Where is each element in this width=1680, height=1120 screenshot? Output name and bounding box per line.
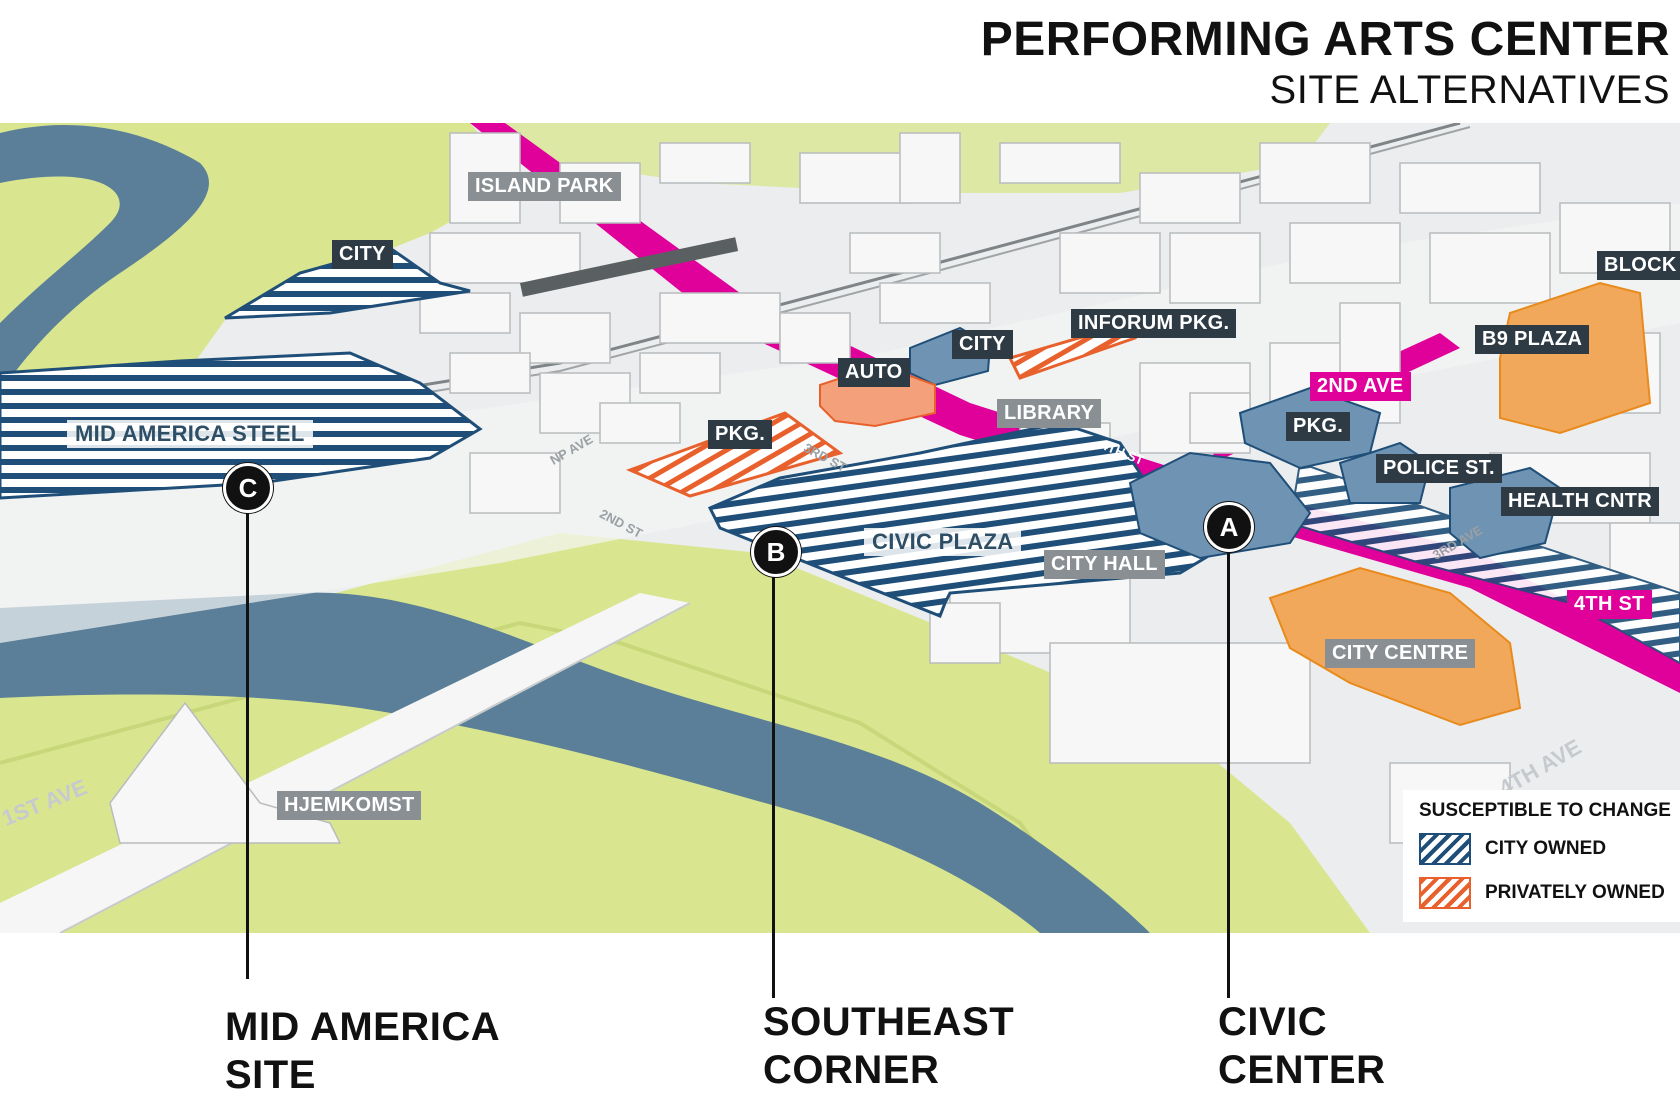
label-island-park: ISLAND PARK [468,172,621,201]
label-mid-america-steel: MID AMERICA STEEL [67,420,313,448]
legend-item-city-owned: CITY OWNED [1419,832,1606,866]
label-pkg-right: PKG. [1286,412,1351,441]
leader-line-a [1227,540,1230,998]
legend-title: SUSCEPTIBLE TO CHANGE [1419,800,1671,821]
label-civic-plaza: CIVIC PLAZA [864,528,1022,556]
site-caption-c: MID AMERICA SITE [225,1003,500,1099]
label-city-hall: CITY HALL [1044,550,1165,579]
bridge-road-edge [59,602,691,933]
label-pkg-left: PKG. [708,420,773,449]
site-caption-a-line2: CENTER [1218,1048,1386,1092]
label-city-north: CITY [332,240,393,269]
site-caption-c-line2: SITE [225,1053,316,1097]
site-caption-b-line2: CORNER [763,1048,940,1092]
label-inforum-pkg: INFORUM PKG. [1071,309,1237,338]
bridge-road [0,593,690,933]
marker-a[interactable]: A [1204,502,1254,552]
legend-label-city-owned: CITY OWNED [1485,838,1607,859]
train [520,237,739,297]
site-caption-c-line1: MID AMERICA [225,1005,501,1049]
label-police-st: POLICE ST. [1376,454,1502,483]
page-subtitle: SITE ALTERNATIVES [1269,68,1670,112]
label-second-ave: 2ND AVE [1310,372,1411,401]
site-caption-a: CIVIC CENTER [1218,998,1385,1094]
label-library: LIBRARY [997,399,1102,428]
leader-line-c [246,505,249,979]
label-hjemkomst: HJEMKOMST [277,791,422,820]
legend-label-privately-owned: PRIVATELY OWNED [1485,882,1665,903]
label-block: BLOCK [1597,251,1680,280]
leader-line-b [772,565,775,998]
label-health-cntr: HEALTH CNTR [1501,487,1660,516]
label-city-centre: CITY CENTRE [1325,639,1476,668]
title-block: PERFORMING ARTS CENTER SITE ALTERNATIVES [981,14,1670,114]
site-block [1499,281,1652,435]
label-b9-plaza: B9 PLAZA [1475,325,1590,354]
site-caption-a-line1: CIVIC [1218,1000,1328,1044]
site-caption-b-line1: SOUTHEAST [763,1000,1015,1044]
site-caption-b: SOUTHEAST CORNER [763,998,1014,1094]
label-fourth-st: 4TH ST [1567,590,1652,619]
city-owned-swatch [1419,833,1471,865]
label-auto: AUTO [838,358,910,387]
hjemkomst-building [109,701,342,844]
main-road-band [0,203,1680,643]
marker-c[interactable]: C [223,463,273,513]
label-city-mid: CITY [952,330,1013,359]
site-city-north [224,246,471,320]
legend: SUSCEPTIBLE TO CHANGE CITY OWNED PRIVATE… [1403,790,1680,922]
marker-b[interactable]: B [751,527,801,577]
legend-item-privately-owned: PRIVATELY OWNED [1419,876,1665,910]
page-title: PERFORMING ARTS CENTER [980,13,1670,66]
privately-owned-swatch [1419,877,1471,909]
river-north-bend [0,124,209,393]
river [0,592,1150,933]
